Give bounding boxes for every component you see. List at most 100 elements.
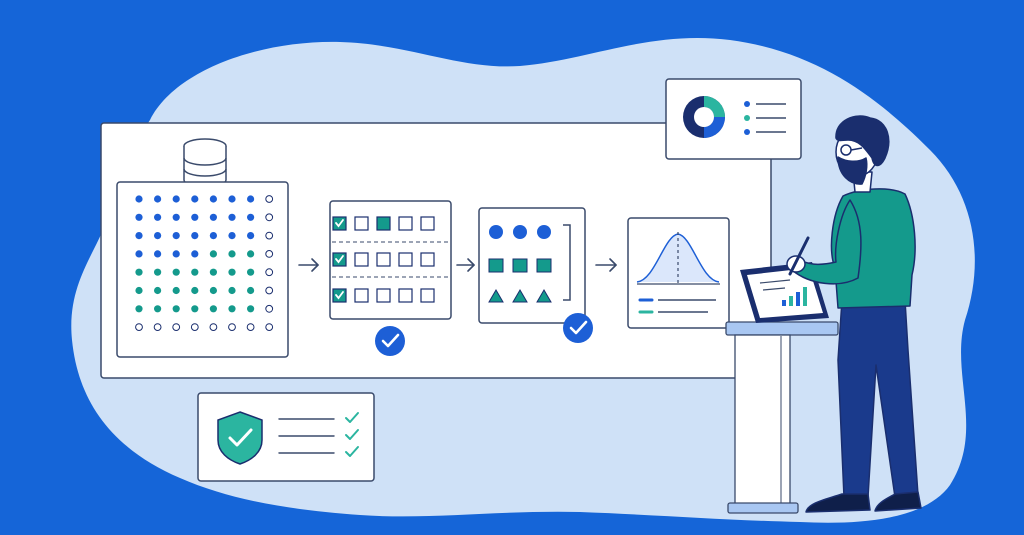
data-dot [191,268,199,276]
arrow-right-icon [456,258,475,272]
data-dot [154,250,162,258]
data-dot [228,305,236,313]
check-icon [335,291,344,300]
checklist-dividers [332,241,449,278]
data-dot [154,213,162,221]
data-dot [154,195,162,203]
data-dot [265,304,274,313]
checkbox [376,288,391,303]
bracket [563,224,571,301]
data-dot [190,323,199,332]
circle-shape [489,225,503,239]
data-dot [191,213,199,221]
bell-curve-chart [636,232,720,314]
data-dot [153,323,162,332]
data-dot [228,286,236,295]
arrow-right-icon [298,258,319,272]
database-icon [183,138,227,188]
checkbox [354,252,369,267]
check-icon [335,255,344,264]
data-dot [135,250,143,258]
data-dot [172,268,180,276]
triangle-shape [488,289,504,303]
data-dot [135,286,143,295]
data-dot [172,286,180,295]
shield-icon [217,411,263,465]
data-dot [172,323,181,332]
data-dot [172,250,180,258]
data-dot [209,195,217,203]
data-dot [209,286,217,295]
dot-grid [135,195,274,332]
data-dot [135,268,143,276]
square-shape [488,258,504,273]
data-dot [191,305,199,313]
data-dot [247,232,255,240]
checklist-rows [332,216,435,303]
data-dot [228,268,236,276]
check-icon [345,446,359,457]
checkbox [398,288,413,303]
checkbox [354,288,369,303]
data-dot [246,323,255,332]
checkbox [398,216,413,231]
data-dot [265,250,274,258]
data-dot [209,250,217,258]
data-dot [209,232,217,240]
square-shape [512,258,528,273]
data-dot [154,286,162,295]
data-dot [135,305,143,313]
donut-legend [744,101,786,135]
check-icon [345,429,359,440]
data-dot [265,323,274,332]
data-dot [191,232,199,240]
data-dot [135,195,143,203]
data-dot [209,213,217,221]
podium [725,321,839,514]
checkbox [420,288,435,303]
feature-groups-panel [478,207,586,324]
data-dot [154,305,162,313]
security-checklist [278,412,359,457]
data-dot [154,268,162,276]
data-dot [265,213,274,222]
checkbox [398,252,413,267]
data-dot [247,195,255,203]
data-dot [209,268,217,276]
data-dot [247,305,255,313]
data-dot [247,213,255,221]
data-dot [228,323,236,332]
circle-shape [537,225,551,239]
data-dot [135,232,143,240]
data-dot [228,232,236,240]
data-dot [247,286,255,295]
triangle-shape [512,289,528,303]
data-dot [228,250,236,258]
arrow-right-icon [595,258,617,272]
person-figure [786,115,922,513]
data-dot [172,213,180,221]
circle-shape [513,225,527,239]
data-dot [265,231,274,240]
data-dot [209,305,217,313]
data-dot [135,213,143,221]
data-dot [228,195,236,203]
data-dot [172,232,180,240]
feature-shapes [488,225,552,303]
data-dot [247,268,255,276]
check-badge-icon [375,326,405,356]
check-icon [335,219,344,228]
data-dot [265,268,274,277]
data-dot [209,323,218,332]
data-dot [228,213,236,221]
data-dot [191,195,199,203]
check-badge-icon [563,313,593,343]
checkbox [376,216,391,231]
flow-arrows [298,258,617,272]
data-dot [247,250,255,258]
checkbox [420,252,435,267]
check-icon [345,412,359,423]
data-dot [154,232,162,240]
data-dot [135,323,143,332]
